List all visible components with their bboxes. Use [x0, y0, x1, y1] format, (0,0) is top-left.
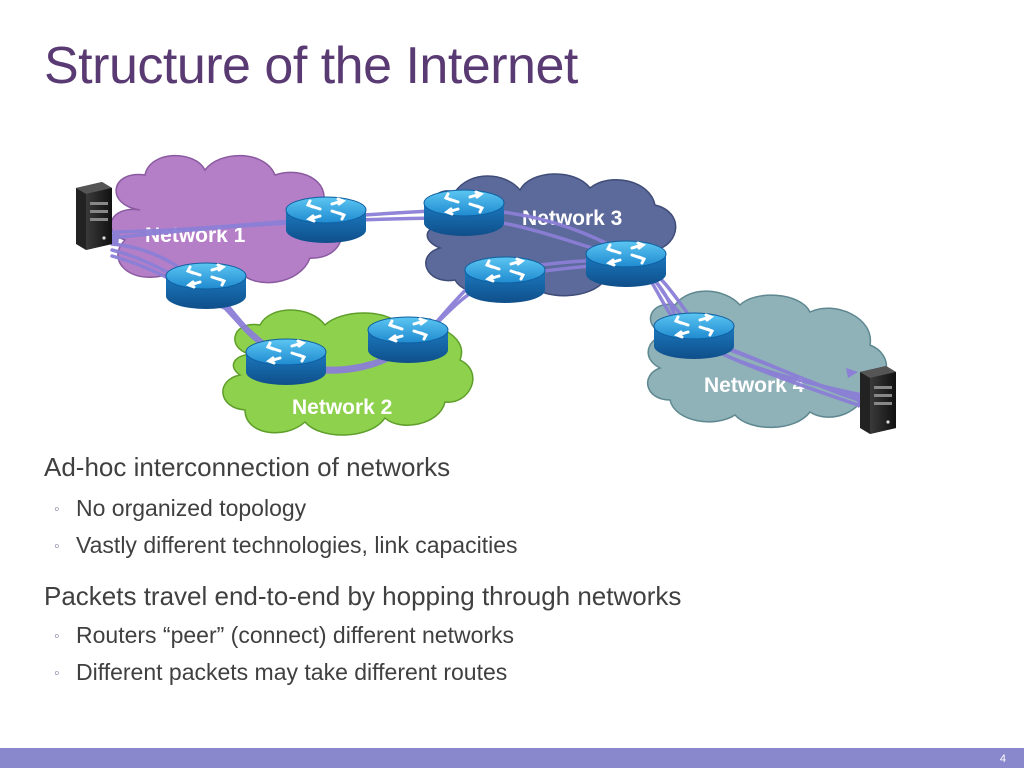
sub-bullet-item: ◦ No organized topology [44, 495, 984, 522]
router-icon [164, 261, 248, 311]
sub-bullet-item: ◦ Different packets may take different r… [44, 659, 984, 686]
router-icon [584, 239, 668, 289]
footer-bar: 4 [0, 748, 1024, 768]
server-icon [76, 182, 112, 250]
router-icon [244, 337, 328, 387]
bullet-circle-icon: ◦ [54, 628, 60, 645]
sub-bullet-text: Different packets may take different rou… [76, 659, 508, 685]
slide-title: Structure of the Internet [44, 37, 578, 95]
network-diagram: Network 1 Network 3 Network 2 Network 4 [76, 154, 896, 436]
network-4-cloud [646, 290, 887, 429]
bullet-item: Ad-hoc interconnection of networks [44, 452, 451, 482]
network-3-label: Network 3 [522, 207, 622, 230]
bullet-circle-icon: ◦ [54, 538, 60, 555]
sub-bullet-text: Vastly different technologies, link capa… [76, 532, 518, 558]
router-icon [366, 315, 450, 365]
router-icon [422, 188, 506, 238]
sub-bullet-item: ◦ Routers “peer” (connect) different net… [44, 622, 984, 649]
sub-bullet-text: No organized topology [76, 495, 307, 521]
network-2-label: Network 2 [292, 396, 392, 419]
bullet-list: Ad-hoc interconnection of networks ◦ No … [44, 452, 984, 686]
slide-number: 4 [999, 753, 1006, 765]
sub-bullet-item: ◦ Vastly different technologies, link ca… [44, 532, 984, 559]
server-icon [860, 366, 896, 434]
sub-bullet-text: Routers “peer” (connect) different netwo… [76, 622, 515, 648]
router-icon [463, 255, 547, 305]
bullet-item: Packets travel end-to-end by hopping thr… [44, 581, 682, 611]
network-4-label: Network 4 [704, 374, 805, 397]
bullet-circle-icon: ◦ [54, 665, 60, 682]
router-icon [652, 311, 736, 361]
router-icon [284, 195, 368, 245]
bullet-circle-icon: ◦ [54, 501, 60, 518]
